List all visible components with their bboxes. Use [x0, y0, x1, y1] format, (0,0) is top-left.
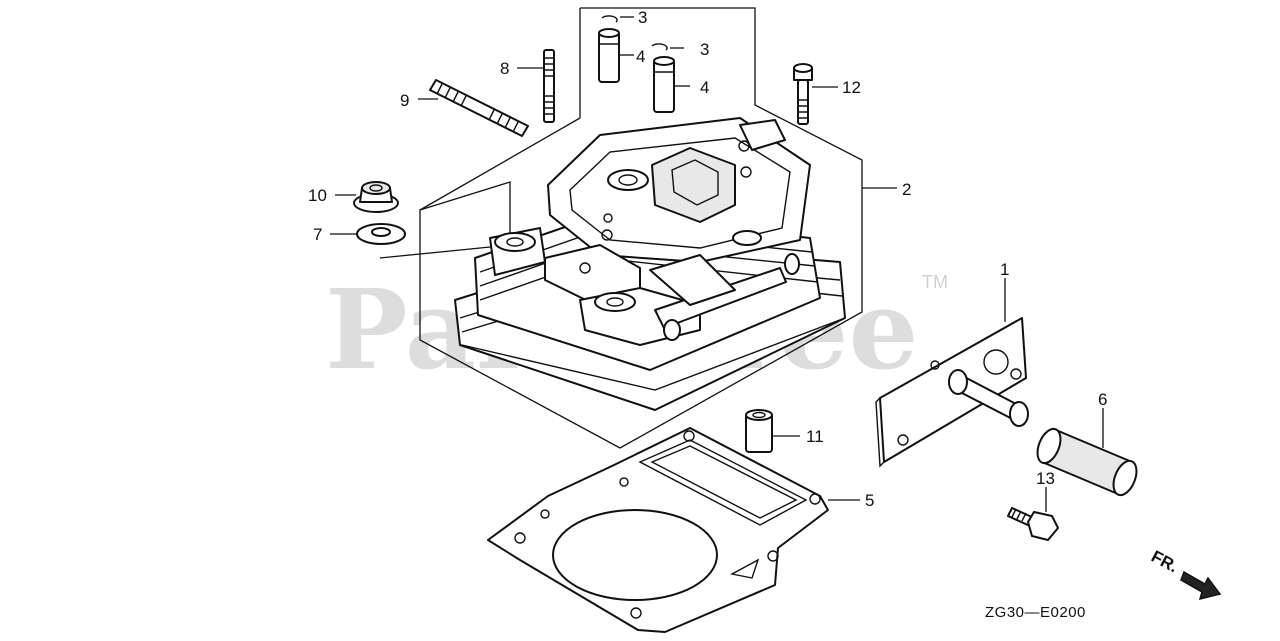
leader-lines [330, 16, 1104, 512]
direction-label: FR. [1148, 547, 1181, 577]
spacer-tube-part[interactable] [1033, 426, 1141, 499]
stud-bolt-part[interactable] [543, 49, 555, 123]
dowel-pin-part[interactable] [745, 409, 773, 453]
circlip-part[interactable] [651, 43, 668, 51]
callout-7[interactable]: 7 [313, 225, 322, 244]
callout-11[interactable]: 11 [806, 427, 824, 446]
callout-1[interactable]: 1 [1000, 260, 1009, 279]
long-stud-part[interactable] [429, 79, 529, 137]
callout-4[interactable]: 4 [700, 78, 709, 97]
front-direction-indicator: FR. [1148, 547, 1222, 601]
small-bolt-part[interactable] [1007, 507, 1059, 541]
callout-9[interactable]: 9 [400, 91, 409, 110]
valve-guide-part[interactable] [598, 28, 620, 83]
callout-4[interactable]: 4 [636, 47, 645, 66]
callout-8[interactable]: 8 [500, 59, 509, 78]
flange-nut-part[interactable] [353, 181, 399, 213]
diagram-code: ZG30—E0200 [985, 604, 1086, 621]
cylinder-head-part[interactable] [454, 117, 846, 411]
callout-3[interactable]: 3 [638, 8, 647, 27]
head-gasket-part[interactable] [487, 427, 829, 633]
circlip-part[interactable] [601, 15, 618, 23]
valve-guide-part[interactable] [653, 56, 675, 113]
callout-5[interactable]: 5 [865, 491, 874, 510]
flange-bolt-part[interactable] [793, 63, 813, 125]
shaft-plate-part[interactable] [875, 317, 1029, 468]
watermark-trademark: TM [922, 272, 948, 292]
callout-10[interactable]: 10 [308, 186, 327, 205]
callout-12[interactable]: 12 [842, 78, 861, 97]
washer-part[interactable] [356, 223, 406, 245]
callout-6[interactable]: 6 [1098, 390, 1107, 409]
callout-13[interactable]: 13 [1036, 469, 1055, 488]
callout-3[interactable]: 3 [700, 40, 709, 59]
callout-2[interactable]: 2 [902, 180, 911, 199]
assembly-bracket [379, 7, 863, 449]
